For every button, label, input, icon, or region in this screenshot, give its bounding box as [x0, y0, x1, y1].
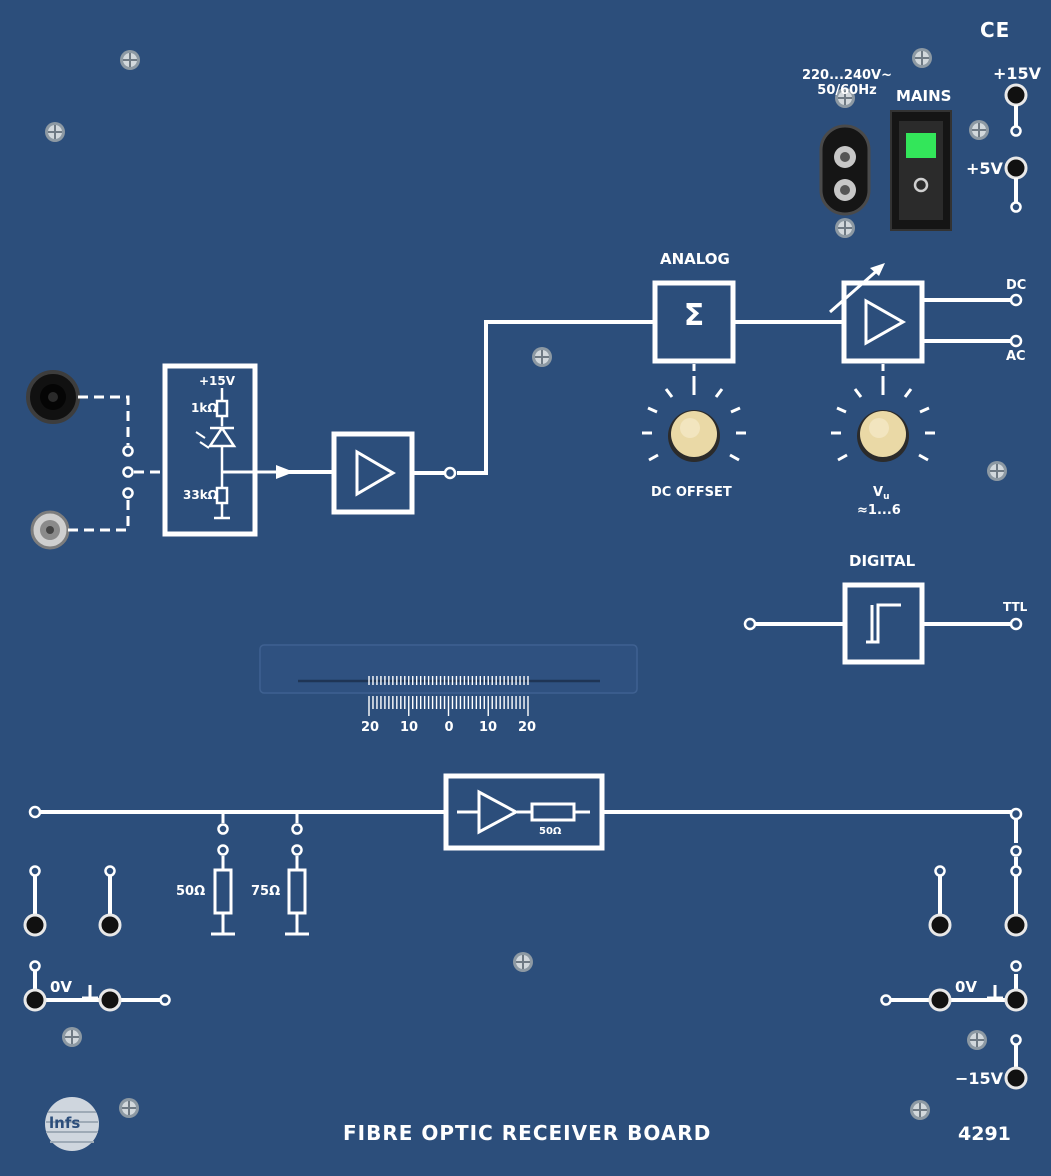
ttl-label: TTL: [1003, 600, 1028, 614]
ground-symbol-left: [82, 985, 98, 1000]
mains-inlet[interactable]: [819, 124, 871, 216]
power-rail-jacks[interactable]: [1010, 125, 1022, 213]
ac-output-jack[interactable]: [1009, 334, 1023, 348]
lower-left-jacks[interactable]: [29, 865, 171, 1006]
mains-switch[interactable]: [890, 110, 952, 231]
photodiode-receiver-block: [162, 363, 282, 537]
receiver-r2-label: 33kΩ: [183, 488, 218, 502]
dc-output-label: DC: [1006, 278, 1027, 293]
variable-gain-amplifier: [829, 263, 925, 364]
mains-voltage-label: 220...240V~: [801, 68, 893, 83]
logo-text: lnfs: [49, 1114, 81, 1132]
lower-right-jacks[interactable]: [880, 845, 1022, 1046]
termination-50ohm: [211, 812, 235, 936]
driver-resistor-label: 50Ω: [539, 826, 562, 837]
digital-title: DIGITAL: [849, 552, 916, 570]
scale-strip: [259, 644, 638, 694]
ground-right-label: 0V: [955, 978, 978, 996]
ground-left-label: 0V: [50, 978, 73, 996]
ttl-output-jack[interactable]: [1009, 617, 1023, 631]
digital-input-jack[interactable]: [743, 617, 757, 631]
receiver-r1-label: 1kΩ: [191, 401, 218, 415]
ce-mark: CE: [980, 18, 1011, 42]
scale-label: 10: [478, 720, 498, 735]
schmitt-trigger-block: [842, 582, 925, 665]
fiber-input-connector[interactable]: [30, 510, 70, 550]
dc-output-jack[interactable]: [1009, 293, 1023, 307]
board-title: FIBRE OPTIC RECEIVER BOARD: [343, 1121, 712, 1145]
mains-label: MAINS: [896, 87, 952, 105]
termination-50-label: 50Ω: [176, 884, 206, 899]
knob-ticks: [642, 381, 935, 462]
scale-label: 10: [399, 720, 419, 735]
mains-frequency-label: 50/60Hz: [817, 83, 877, 98]
gain-knob[interactable]: [857, 410, 909, 462]
termination-jacks[interactable]: [217, 823, 303, 856]
preamplifier: [331, 431, 415, 515]
scale-label: 0: [444, 720, 454, 735]
sum-symbol: Σ: [683, 298, 705, 333]
board-model-number: 4291: [958, 1123, 1011, 1145]
analog-title: ANALOG: [660, 250, 730, 268]
gain-range-label: ≈1...6: [857, 503, 901, 518]
receiver-supply-label: +15V: [199, 374, 236, 388]
preamp-output-jack[interactable]: [443, 466, 457, 480]
minus15v-label: −15V: [955, 1069, 1004, 1088]
plus15v-label: +15V: [993, 64, 1042, 83]
gain-label: Vu: [873, 485, 890, 502]
dc-offset-label: DC OFFSET: [651, 485, 732, 500]
optical-selector-jacks[interactable]: [122, 445, 134, 499]
scale-label: 20: [360, 720, 380, 735]
dc-offset-knob[interactable]: [668, 410, 720, 462]
bus-output-jack[interactable]: [1009, 807, 1023, 821]
banana-sockets[interactable]: [23, 83, 1028, 1090]
termination-75ohm: [285, 812, 309, 936]
ground-symbol-right: [987, 985, 1003, 1000]
scale-label: 20: [517, 720, 537, 735]
optical-input-connector[interactable]: [26, 370, 80, 424]
termination-75-label: 75Ω: [251, 884, 281, 899]
bus-input-jack[interactable]: [28, 805, 42, 819]
scale-ticks: [368, 676, 529, 716]
manufacturer-logo: [45, 1097, 99, 1151]
plus5v-label: +5V: [966, 159, 1003, 178]
optical-path: [68, 395, 165, 532]
ac-output-label: AC: [1006, 349, 1026, 364]
line-driver-block: [443, 773, 605, 851]
